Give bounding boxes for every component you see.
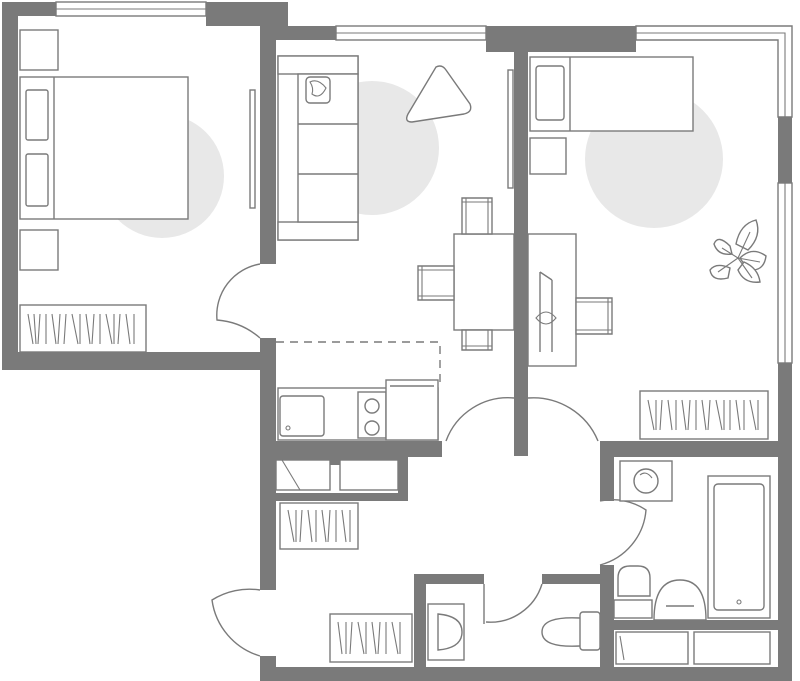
- closet-shelves: [275, 459, 399, 491]
- hallway: [275, 459, 413, 663]
- dining-table: [417, 197, 515, 351]
- window-bedroom: [55, 1, 207, 17]
- window-second-bedroom-east: [777, 182, 793, 364]
- chair-bottom: [461, 329, 493, 351]
- coat-rack: [329, 613, 413, 663]
- plant: [709, 219, 767, 283]
- chair-top: [461, 197, 493, 235]
- desk: [527, 233, 577, 367]
- toilet: [541, 611, 601, 651]
- washbasin-small: [427, 603, 465, 661]
- door-bedroom: [216, 263, 261, 339]
- doors: [211, 263, 647, 657]
- bookshelf-second-bedroom: [639, 390, 769, 440]
- window-living-room: [335, 25, 487, 41]
- door-second-bedroom: [527, 397, 599, 442]
- door-toilet: [483, 583, 543, 624]
- sofa: [277, 55, 359, 241]
- room-divider: [276, 341, 441, 382]
- door-bathroom: [599, 499, 647, 566]
- bedroom: [19, 29, 256, 353]
- bath-toilet: [613, 565, 653, 619]
- toilet-room: [427, 603, 601, 661]
- shoe-rack: [279, 502, 359, 550]
- nightstand-second-bedroom: [529, 137, 567, 175]
- nightstand-top: [19, 29, 59, 71]
- washing-machine: [619, 460, 673, 502]
- wardrobe-bedroom: [249, 89, 256, 209]
- second-bedroom: [527, 56, 769, 440]
- bookshelf-bedroom: [19, 304, 147, 353]
- stove: [357, 391, 387, 439]
- door-entrance: [211, 588, 261, 657]
- nightstand-bottom: [19, 229, 59, 271]
- sink: [279, 395, 325, 437]
- double-bed: [19, 76, 189, 220]
- bath-cabinets: [615, 631, 771, 665]
- single-bed: [529, 56, 694, 132]
- wardrobe-living: [507, 69, 514, 189]
- bathroom: [613, 460, 771, 665]
- bathtub: [707, 475, 771, 619]
- door-kitchen: [445, 397, 515, 442]
- chair-left: [417, 265, 455, 301]
- bath-sink: [653, 579, 707, 621]
- chair-desk: [575, 297, 613, 335]
- triangle-table: [405, 65, 472, 123]
- living-room: [276, 55, 515, 382]
- fridge: [385, 379, 439, 441]
- kitchen: [277, 379, 439, 441]
